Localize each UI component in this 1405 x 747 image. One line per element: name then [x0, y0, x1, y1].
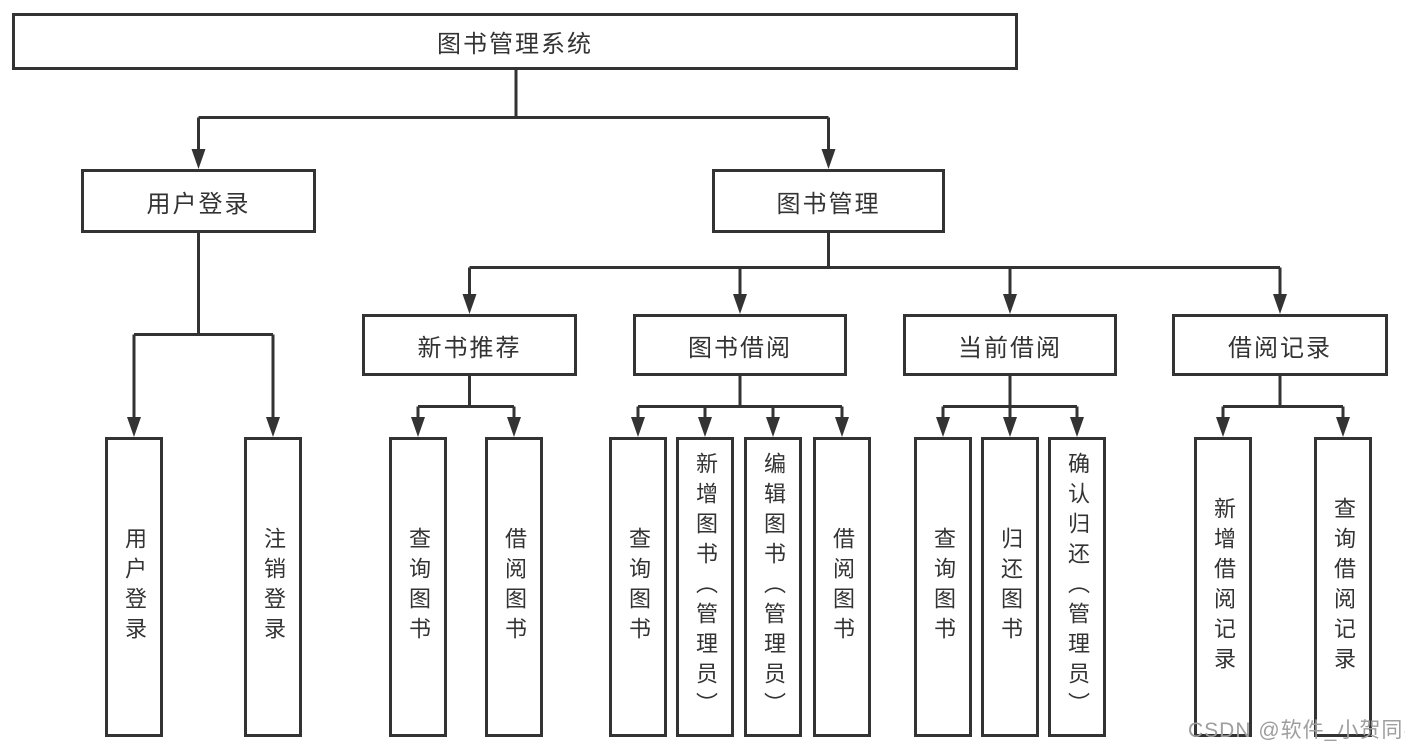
leaf-return-books: 归还图书: [981, 437, 1039, 737]
leaf-add-borrow-record: 新增借阅记录: [1194, 437, 1252, 737]
arrow-icon: [1070, 417, 1084, 437]
leaf-query-books-current: 查询图书: [914, 437, 972, 737]
arrow-icon: [766, 417, 780, 437]
node-library-system: 图书管理系统: [12, 13, 1018, 70]
node-label: 新增借阅记录: [1211, 497, 1236, 677]
watermark: CSDN @软件_小贺同学: [1188, 719, 1405, 742]
arrow-icon: [733, 294, 747, 314]
node-label: 查询图书: [406, 527, 431, 647]
arrow-icon: [821, 149, 836, 169]
arrow-icon: [462, 294, 477, 314]
node-label: 新书推荐: [417, 334, 522, 362]
arrow-icon: [507, 417, 521, 437]
node-borrowing-records: 借阅记录: [1172, 314, 1388, 376]
node-book-management: 图书管理: [712, 169, 945, 233]
leaf-query-borrow-record: 查询借阅记录: [1314, 437, 1372, 737]
arrow-icon: [835, 417, 849, 437]
connector-user-login-children: [132, 233, 275, 419]
arrow-icon: [191, 149, 206, 169]
arrow-icon: [1336, 417, 1350, 437]
arrow-icon: [698, 417, 712, 437]
leaf-confirm-return-admin: 确认归还（管理员）: [1048, 437, 1106, 737]
arrow-icon: [936, 417, 950, 437]
node-label: 查询借阅记录: [1331, 497, 1356, 677]
arrow-icon: [1273, 294, 1287, 314]
arrow-icon: [127, 417, 141, 437]
node-label: 用户登录: [146, 190, 251, 218]
node-label: 注销登录: [261, 527, 286, 647]
node-book-borrowing: 图书借阅: [633, 314, 847, 376]
connector-new-book-children: [416, 376, 516, 419]
node-label: 用户登录: [122, 527, 147, 647]
node-user-login: 用户登录: [81, 169, 316, 233]
node-label: 借阅记录: [1228, 334, 1332, 362]
leaf-borrow-books-recommend: 借阅图书: [485, 437, 543, 737]
node-label: 当前借阅: [958, 334, 1062, 362]
arrow-icon: [1003, 294, 1017, 314]
leaf-borrow-books-borrowing: 借阅图书: [813, 437, 871, 737]
leaf-query-books-recommend: 查询图书: [389, 437, 447, 737]
node-label: 借阅图书: [830, 527, 855, 647]
node-label: 查询图书: [626, 527, 651, 647]
node-label: 图书管理: [776, 190, 881, 218]
connector-root-to-level2: [197, 70, 830, 151]
arrowheads: [127, 149, 1350, 437]
node-new-book-recommendation: 新书推荐: [362, 314, 577, 376]
arrow-icon: [1216, 417, 1230, 437]
node-label: 归还图书: [998, 527, 1023, 647]
leaf-edit-books-admin: 编辑图书（管理员）: [744, 437, 802, 737]
leaf-user-login: 用户登录: [105, 437, 163, 737]
connector-book-management-children: [468, 233, 1282, 296]
connector-book-borrowing-children: [636, 376, 844, 419]
node-label: 编辑图书（管理员）: [761, 452, 786, 722]
node-label: 确认归还（管理员）: [1065, 452, 1090, 722]
node-label: 借阅图书: [502, 527, 527, 647]
arrow-icon: [631, 417, 645, 437]
node-label: 查询图书: [931, 527, 956, 647]
connector-borrowing-records-children: [1221, 376, 1345, 419]
node-label: 新增图书（管理员）: [693, 452, 718, 722]
leaf-add-books-admin: 新增图书（管理员）: [676, 437, 734, 737]
arrow-icon: [266, 417, 280, 437]
leaf-query-books-borrowing: 查询图书: [609, 437, 667, 737]
node-label: 图书借阅: [688, 334, 792, 362]
node-current-borrowing: 当前借阅: [903, 314, 1117, 376]
leaf-logout-login: 注销登录: [244, 437, 302, 737]
arrow-icon: [1003, 417, 1017, 437]
arrow-icon: [411, 417, 425, 437]
connector-current-borrowing-children: [941, 376, 1079, 419]
node-label: 图书管理系统: [437, 31, 593, 58]
